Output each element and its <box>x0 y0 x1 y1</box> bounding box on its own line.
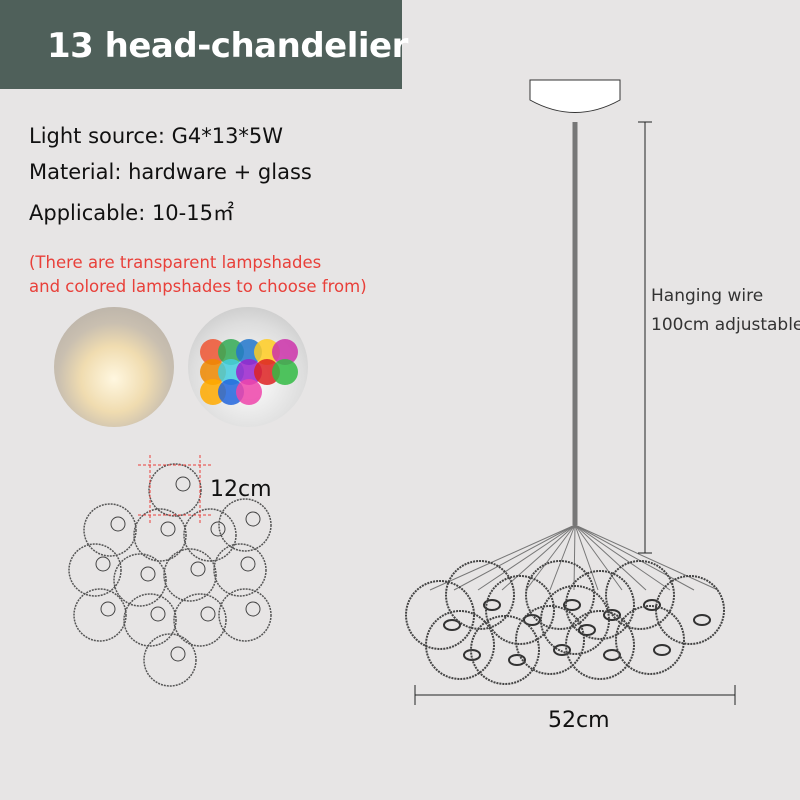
title-banner: 13 head-chandelier <box>0 0 408 89</box>
wire-icon <box>453 524 576 591</box>
ball-hole-icon <box>508 654 526 666</box>
ball-size-label: 12cm <box>210 477 272 502</box>
glass-ball-icon <box>515 605 585 675</box>
wire-icon <box>574 524 671 591</box>
ball-hole-icon <box>190 561 206 577</box>
top-view-ball-icon <box>133 508 187 562</box>
ball-hole-icon <box>200 606 216 622</box>
glass-ball-icon <box>405 580 475 650</box>
glass-ball-icon <box>565 610 635 680</box>
ball-hole-icon <box>160 521 176 537</box>
spec-applicable: Applicable: 10-15㎡ <box>29 201 234 225</box>
wire-icon <box>574 524 695 591</box>
colored-ball-icon <box>254 359 280 385</box>
ball-hole-icon <box>95 556 111 572</box>
spec-material: Material: hardware + glass <box>29 160 312 184</box>
colored-ball-icon <box>272 339 298 365</box>
ball-hole-icon <box>443 619 461 631</box>
ball-hole-icon <box>483 599 501 611</box>
wire-icon <box>525 524 576 591</box>
top-view-ball-icon <box>218 588 272 642</box>
ball-hole-icon <box>653 644 671 656</box>
colored-ball-icon <box>200 339 226 365</box>
ball-hole-icon <box>175 476 191 492</box>
transparent-shade-photo <box>54 307 174 427</box>
top-view-ball-icon <box>218 498 272 552</box>
top-view-ball-icon <box>143 633 197 687</box>
colored-ball-icon <box>236 339 262 365</box>
ball-hole-icon <box>578 624 596 636</box>
glass-ball-icon <box>540 585 610 655</box>
wire-icon <box>549 524 576 591</box>
glass-ball-icon <box>655 575 725 645</box>
top-view-ball-icon <box>148 463 202 517</box>
ball-hole-icon <box>170 646 186 662</box>
wire-icon <box>574 524 647 591</box>
ball-hole-icon <box>603 649 621 661</box>
colored-ball-icon <box>200 379 226 405</box>
glass-ball-icon <box>615 605 685 675</box>
top-view-ball-icon <box>173 593 227 647</box>
top-view-ball-icon <box>163 548 217 602</box>
top-view-ball-icon <box>183 508 237 562</box>
wire-label-1: Hanging wire <box>651 286 764 306</box>
ball-hole-icon <box>245 511 261 527</box>
colored-ball-icon <box>218 339 244 365</box>
top-view-ball-icon <box>73 588 127 642</box>
spec-light-source: Light source: G4*13*5W <box>29 124 284 148</box>
colored-ball-icon <box>236 379 262 405</box>
wire-icon <box>429 524 576 591</box>
colored-ball-icon <box>254 339 280 365</box>
wire-icon <box>501 524 576 591</box>
ball-hole-icon <box>110 516 126 532</box>
top-view-ball-icon <box>123 593 177 647</box>
canopy-icon <box>529 79 621 113</box>
glass-ball-icon <box>470 615 540 685</box>
glass-ball-icon <box>525 560 595 630</box>
ball-hole-icon <box>693 614 711 626</box>
glass-ball-icon <box>485 575 555 645</box>
colored-ball-icon <box>236 359 262 385</box>
note-line-1: (There are transparent lampshades <box>29 253 322 272</box>
top-view-ball-icon <box>68 543 122 597</box>
colored-ball-icon <box>272 359 298 385</box>
ball-hole-icon <box>603 609 621 621</box>
glass-ball-icon <box>605 560 675 630</box>
top-view-ball-icon <box>83 503 137 557</box>
colored-ball-icon <box>218 379 244 405</box>
colored-ball-icon <box>218 359 244 385</box>
wire-label-2: 100cm adjustable <box>651 315 800 335</box>
top-view-ball-icon <box>213 543 267 597</box>
ball-hole-icon <box>240 556 256 572</box>
glass-ball-icon <box>565 570 635 640</box>
product-title: 13 head-chandelier <box>47 26 408 66</box>
ball-hole-icon <box>553 644 571 656</box>
top-view-ball-icon <box>113 553 167 607</box>
ball-hole-icon <box>100 601 116 617</box>
width-label: 52cm <box>548 708 610 733</box>
wire-icon <box>574 524 623 591</box>
ball-hole-icon <box>150 606 166 622</box>
colored-ball-icon <box>200 359 226 385</box>
ball-hole-icon <box>563 599 581 611</box>
wire-icon <box>573 524 576 591</box>
note-line-2: and colored lampshades to choose from) <box>29 277 367 296</box>
glass-ball-icon <box>445 560 515 630</box>
ball-hole-icon <box>245 601 261 617</box>
ball-hole-icon <box>210 521 226 537</box>
colored-shade-photo <box>188 307 308 427</box>
wire-icon <box>574 524 719 591</box>
glass-ball-icon <box>425 610 495 680</box>
ball-hole-icon <box>643 599 661 611</box>
ball-hole-icon <box>140 566 156 582</box>
wire-icon <box>574 524 599 591</box>
wire-icon <box>477 524 576 591</box>
